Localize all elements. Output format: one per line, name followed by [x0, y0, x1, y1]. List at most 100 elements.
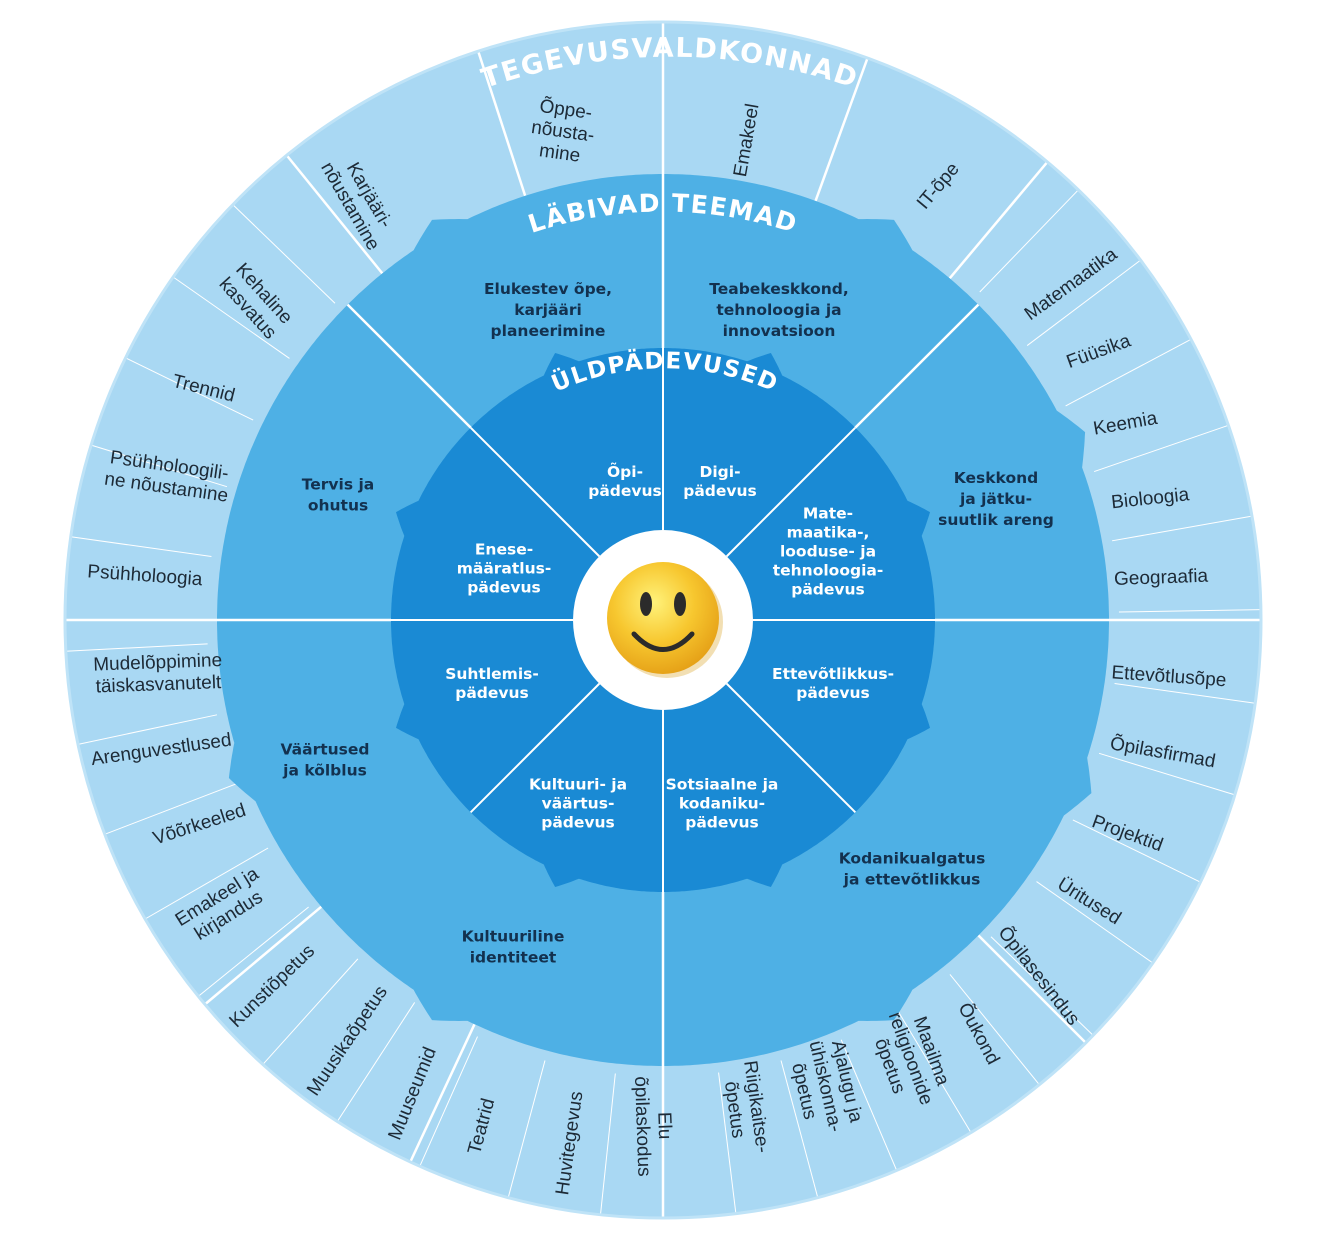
label-line: maatika-, [787, 523, 870, 541]
sector-label: Mudelõppiminetäiskasvanutelt [93, 650, 223, 697]
outer-minor-divider [1098, 752, 1236, 796]
label-line: Suhtlemis- [445, 665, 539, 683]
label-line: pädevus [685, 813, 759, 831]
outer-minor-divider [197, 906, 309, 997]
label-line: planeerimine [491, 322, 606, 340]
label-line: täiskasvanutelt [95, 672, 222, 697]
label-line: Keskkond [954, 469, 1038, 487]
label-line: väärtus- [542, 794, 615, 812]
outer-minor-divider [1111, 515, 1253, 542]
label-line: tehnoloogia- [773, 561, 884, 579]
label-line: pädevus [791, 580, 865, 598]
label-line: õpilaskodus [630, 1076, 654, 1177]
outer-minor-divider [1093, 424, 1229, 473]
inner-divider [469, 682, 601, 814]
outer-major-divider [409, 1023, 476, 1163]
outer-minor-divider [419, 1036, 478, 1167]
label-line: pädevus [683, 482, 757, 500]
outer-minor-divider [144, 847, 269, 920]
label-line: kodaniku- [679, 794, 765, 812]
sector-label: Kodanikualgatus ja ettevõtlikkus [839, 849, 986, 888]
inner-labels: Õpi-pädevusDigi-pädevusMate-maatika-,loo… [445, 462, 894, 832]
label-line: looduse- ja [780, 542, 876, 560]
outer-minor-divider [1072, 819, 1201, 883]
label-line: Elu [653, 1112, 675, 1140]
sector-label: Tervis ja ohutus [302, 475, 374, 514]
label-line: Enese- [475, 540, 533, 558]
outer-minor-divider [125, 357, 254, 421]
label-line: määratlus- [457, 559, 552, 577]
outer-minor-divider [77, 714, 218, 745]
outer-major-divider [977, 934, 1087, 1044]
label-line: Mate- [803, 504, 853, 522]
outer-minor-divider [65, 643, 208, 652]
label-line: Kodanikualgatus [839, 849, 986, 867]
label-line: Digi- [699, 463, 740, 481]
sector-label: Keskkond ja jätku-suutlik areng [938, 469, 1054, 529]
outer-major-divider [814, 57, 869, 202]
label-line: tehnoloogia ja [716, 301, 841, 319]
outer-major-divider [477, 50, 527, 197]
label-line: Väärtused [281, 740, 370, 758]
label-line: Geograafia [1114, 566, 1209, 590]
label-line: suutlik areng [938, 511, 1054, 529]
inner-divider [725, 682, 857, 814]
outer-minor-divider [172, 276, 290, 359]
sector-label: Õpi-pädevus [588, 462, 662, 500]
label-line: Tervis ja [302, 475, 374, 493]
outer-minor-divider [104, 782, 238, 835]
outer-minor-divider [780, 1060, 819, 1198]
outer-minor-divider [990, 936, 1094, 1036]
label-line: pädevus [796, 684, 870, 702]
label-line: ja kõlblus [282, 761, 367, 779]
label-line: Kultuuri- ja [529, 775, 627, 793]
outer-minor-divider [70, 536, 212, 558]
outer-minor-divider [1114, 682, 1256, 704]
sector-label: Eluõpilaskodus [630, 1075, 676, 1177]
label-line: ohutus [308, 496, 368, 514]
outer-minor-divider [897, 1010, 972, 1133]
sector-label: Elukestev õpe, karjääri planeerimine [484, 280, 612, 340]
outer-major-divider [948, 161, 1049, 280]
label-line: ja ettevõtlikkus [843, 870, 981, 888]
sector-label: Enese-määratlus-pädevus [457, 540, 552, 596]
outer-minor-divider [1065, 338, 1192, 407]
outer-minor-divider [262, 958, 359, 1065]
outer-dividers [63, 20, 1263, 1220]
outer-minor-divider [232, 204, 336, 304]
label-line: pädevus [455, 684, 529, 702]
outer-minor-divider [718, 1072, 737, 1214]
label-line: karjääri [514, 301, 582, 319]
label-line: pädevus [588, 482, 662, 500]
outer-minor-divider [599, 1073, 616, 1215]
middle-divider [854, 303, 980, 429]
sector-label: Digi-pädevus [683, 463, 757, 500]
sector-label: Väärtused ja kõlblus [281, 740, 370, 779]
outer-minor-divider [1036, 881, 1154, 964]
outer-minor-divider [840, 1039, 898, 1171]
inner-divider [725, 426, 857, 558]
label-line: Elukestev õpe, [484, 280, 612, 298]
sector-label: Geograafia [1114, 566, 1209, 590]
label-line: Sotsiaalne ja [666, 775, 779, 793]
outer-minor-divider [1118, 609, 1261, 613]
label-line: ja jätku- [959, 490, 1032, 508]
outer-minor-divider [336, 1002, 416, 1122]
inner-divider [469, 426, 601, 558]
outer-major-divider [285, 154, 384, 275]
outer-minor-divider [90, 444, 228, 488]
middle-divider [346, 303, 472, 429]
outer-minor-divider [507, 1060, 546, 1198]
outer-minor-divider [949, 974, 1040, 1086]
sector-label: Suhtlemis-pädevus [445, 665, 539, 702]
center-circle [573, 530, 753, 710]
label-line: Õpi- [607, 462, 643, 481]
outer-minor-divider [1026, 259, 1141, 346]
label-line: identiteet [470, 948, 557, 966]
